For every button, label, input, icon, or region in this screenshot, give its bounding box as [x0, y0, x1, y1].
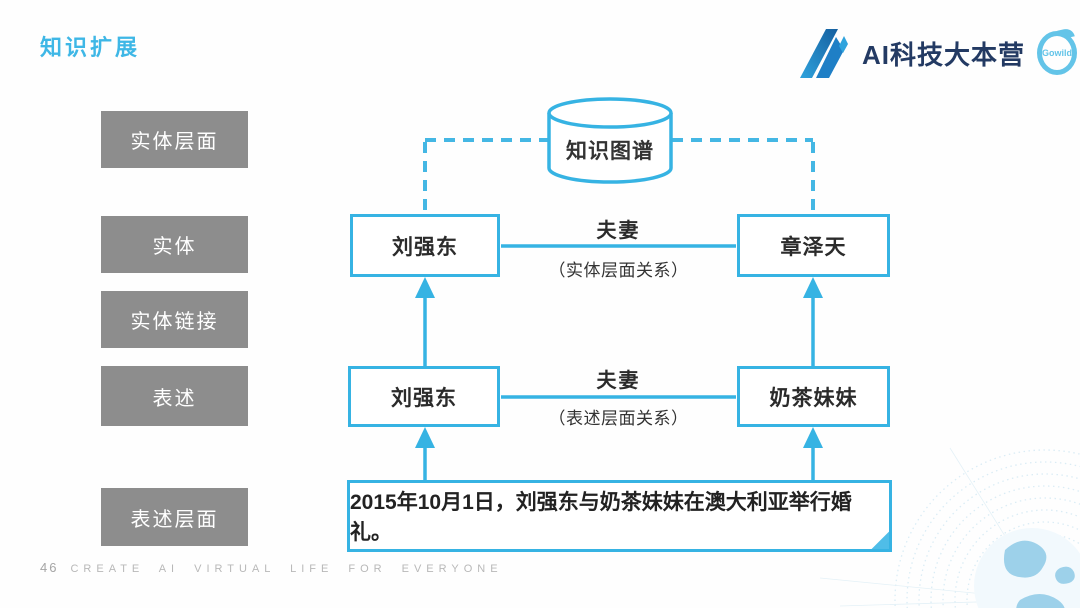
sidebar-item-mention: 表述	[101, 366, 248, 426]
sidebar-item-entity: 实体	[101, 216, 248, 273]
entity-box-naichameimei: 奶茶妹妹	[737, 366, 890, 427]
relation-label-row1: 夫妻	[596, 220, 641, 242]
entity-box-liuqiangdong-bottom: 刘强东	[348, 366, 500, 427]
page-title: 知识扩展	[40, 35, 141, 60]
sidebar-item-entity-level: 实体层面	[101, 111, 248, 168]
relation-note-row2: （表述层面关系）	[548, 409, 689, 428]
fact-box: 2015年10月1日，刘强东与奶茶妹妹在澳大利亚举行婚礼。	[347, 480, 892, 552]
sidebar-item-entity-linking: 实体链接	[101, 291, 248, 348]
entity-box-liuqiangdong-top: 刘强东	[350, 214, 500, 277]
brand-name: AI科技大本营	[862, 39, 1026, 70]
entity-box-zhangzetian: 章泽天	[737, 214, 890, 277]
globe-art	[820, 447, 1080, 608]
relation-label-row2: 夫妻	[596, 370, 641, 392]
page-number: 46	[40, 560, 59, 575]
footer-tagline: CREATE AI VIRTUAL LIFE FOR EVERYONE	[70, 563, 503, 575]
brand-logo: AI科技大本营 Gowild	[798, 24, 1078, 82]
sidebar-item-mention-level: 表述层面	[101, 488, 248, 546]
database-cylinder-icon	[547, 97, 673, 184]
brand-mark-icon	[800, 29, 848, 78]
footer: 46 CREATE AI VIRTUAL LIFE FOR EVERYONE	[40, 560, 503, 575]
gowild-badge: Gowild	[1037, 27, 1078, 75]
relation-note-row1: （实体层面关系）	[548, 261, 689, 280]
page-fold-icon	[871, 531, 889, 549]
fact-text: 2015年10月1日，刘强东与奶茶妹妹在澳大利亚举行婚礼。	[350, 491, 852, 544]
knowledge-graph-label: 知识图谱	[566, 140, 654, 163]
gowild-badge-label: Gowild	[1042, 48, 1073, 58]
arrowheads	[415, 277, 823, 448]
